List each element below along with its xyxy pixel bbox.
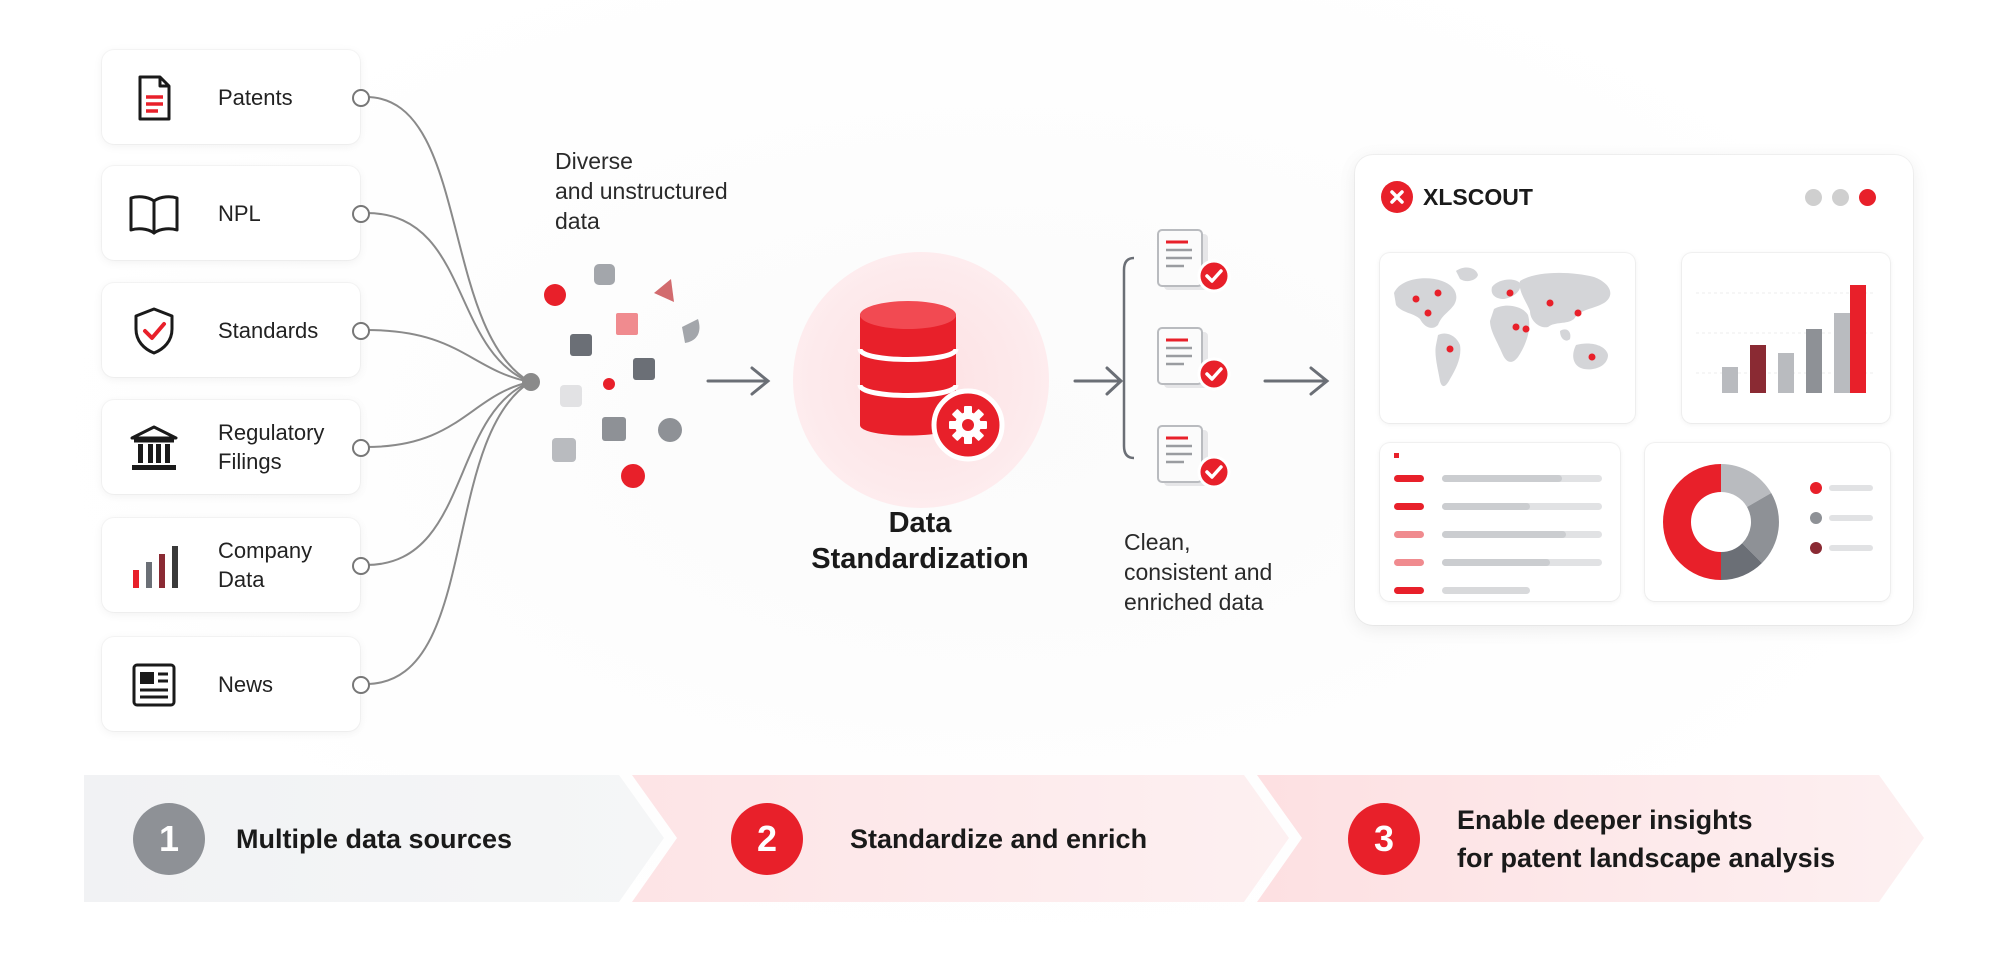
source-card-patents: Patents [102,50,360,144]
input-data-note: Diverse and unstructured data [555,148,728,234]
newspaper-icon [132,663,176,707]
window-dot [1859,189,1876,206]
output-data-note: Clean, consistent and enriched data [1124,529,1273,615]
source-label: NPL [218,200,261,226]
xlscout-dashboard: XLSCOUT [1355,155,1913,625]
unstructured-data-scatter [544,264,700,488]
bar-chart-icon [133,546,178,588]
world-map-panel [1380,253,1635,423]
step-2-label: Standardize and enrich [850,823,1148,854]
source-card-standards: Standards [102,283,360,377]
bank-building-icon [130,425,178,470]
bar [1834,313,1850,393]
connector-port [352,322,370,340]
bar [1750,345,1766,393]
step-3-number: 3 [1348,803,1420,875]
window-dot [1805,189,1822,206]
output-bracket [1122,256,1135,460]
hub-node [522,373,540,391]
steps-chevrons [84,775,1924,902]
center-title: Data Standardization [811,507,1029,575]
clean-documents [1157,229,1231,489]
bar-chart-panel [1682,253,1890,423]
bar [1850,285,1866,393]
step-2-number: 2 [731,803,803,875]
bar-chart-graphic [1696,285,1876,393]
checked-document-icon [1157,229,1231,293]
connector-port [352,205,370,223]
brand-name: XLSCOUT [1423,183,1533,210]
connector-port [352,439,370,457]
source-label: News [218,671,274,697]
xlscout-logo-icon [1381,181,1413,213]
connector-port [352,557,370,575]
window-dot [1832,189,1849,206]
process-steps-banner: 1 Multiple data sources 2 Standardize an… [84,775,1924,902]
donut-chart-graphic [1663,464,1873,580]
bar [1778,353,1794,393]
document-icon [138,75,171,121]
bar [1806,329,1822,393]
source-card-news: News [102,637,360,731]
connector-port [352,89,370,107]
open-book-icon [129,195,179,235]
source-label: Patents [218,84,293,110]
list-graphic [1394,453,1602,594]
step-1-number: 1 [133,803,205,875]
connector-port [352,676,370,694]
step-1-label: Multiple data sources [236,823,513,854]
list-panel [1380,443,1620,601]
checked-document-icon [1157,425,1231,489]
bar [1722,367,1738,393]
shield-check-icon [134,307,174,355]
step-3-label: Enable deeper insights for patent landsc… [1457,804,1836,873]
source-card-npl: NPL [102,166,360,260]
world-map-icon [1394,267,1611,387]
donut-chart-panel [1645,443,1890,601]
database-gear-icon [857,301,1005,462]
source-label: Standards [218,317,319,343]
checked-document-icon [1157,327,1231,391]
